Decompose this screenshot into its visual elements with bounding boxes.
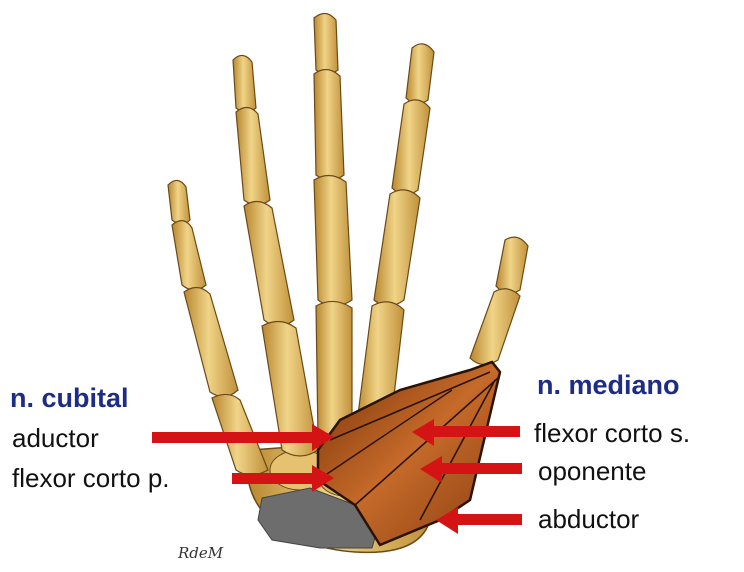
flexor-corto-s-label: flexor corto s. (534, 418, 690, 449)
flexor-corto-p-label: flexor corto p. (12, 463, 170, 494)
index-finger-bones (356, 44, 434, 436)
thumb-bones (470, 237, 528, 364)
abductor-label: abductor (538, 504, 639, 535)
ring-finger-bones (233, 55, 318, 456)
cubital-nerve-title: n. cubital (10, 383, 129, 414)
oponente-label: oponente (538, 456, 646, 487)
aductor-label: aductor (12, 423, 99, 454)
author-signature: RdeM (178, 544, 223, 562)
mediano-nerve-title: n. mediano (537, 370, 680, 401)
middle-finger-bones (314, 13, 352, 446)
